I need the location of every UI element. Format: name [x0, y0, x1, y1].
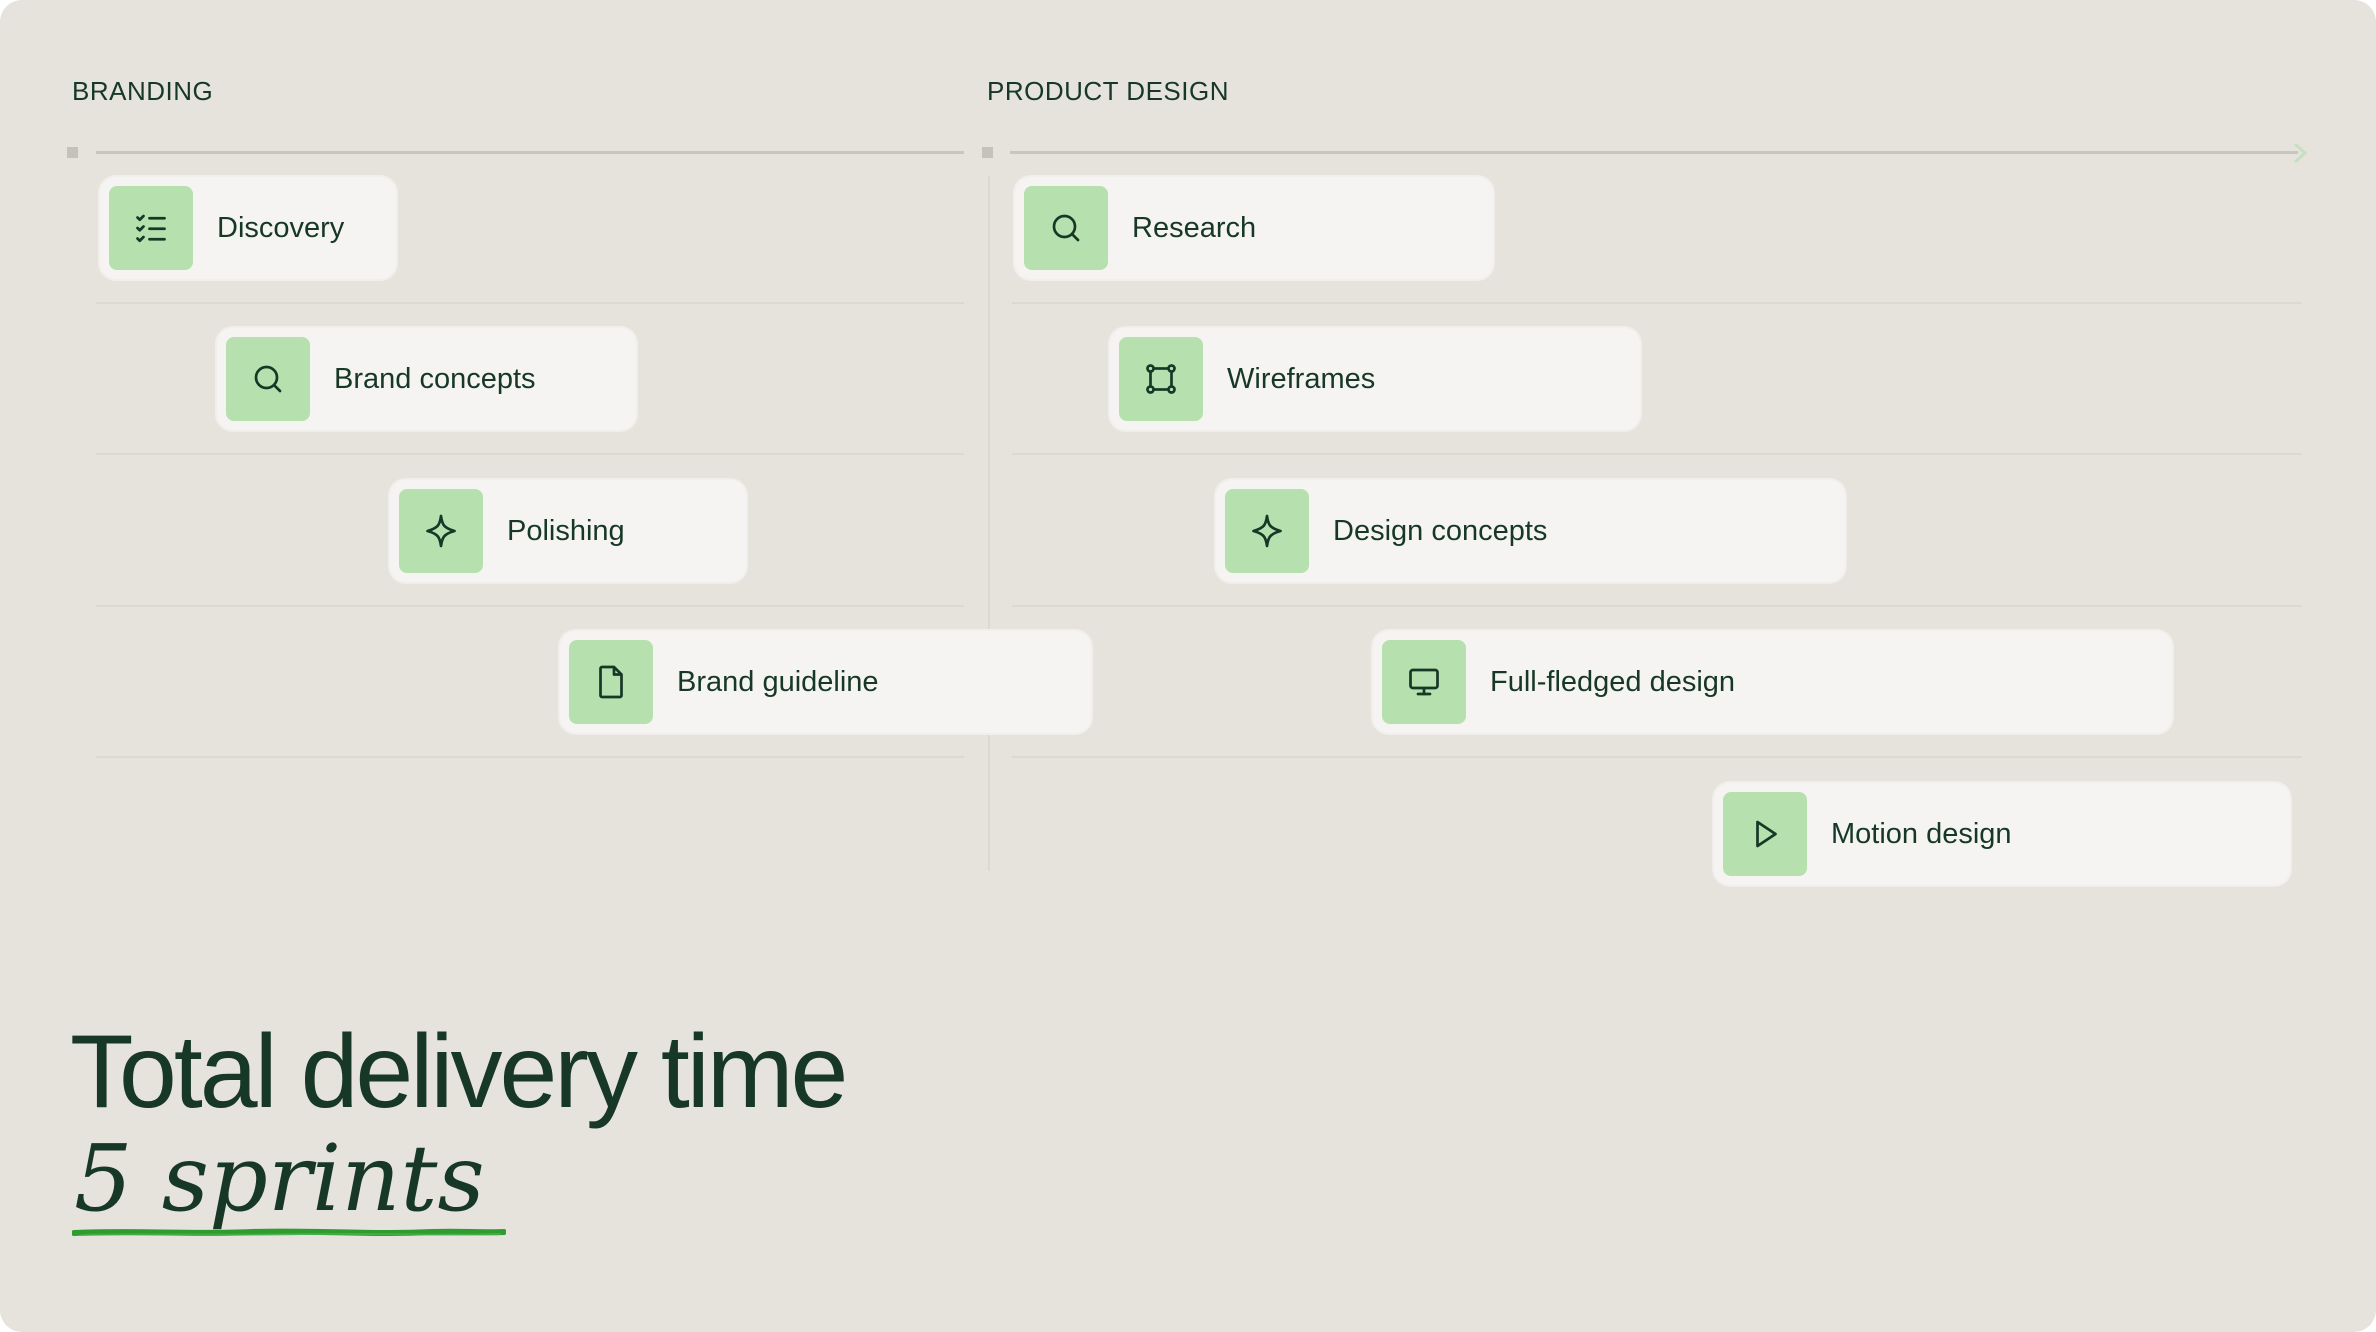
- task-research[interactable]: Research: [1015, 177, 1493, 279]
- row-separator: [1012, 453, 2302, 455]
- monitor-icon: [1409, 668, 1439, 696]
- section-divider: [988, 176, 990, 871]
- row-separator: [96, 453, 964, 455]
- axis-arrow-icon: [2293, 142, 2308, 164]
- task-discovery[interactable]: Discovery: [100, 177, 396, 279]
- task-label: Brand concepts: [334, 363, 536, 395]
- section-label-branding: BRANDING: [72, 76, 214, 106]
- play-icon: [1756, 820, 1777, 848]
- row-separator: [1012, 756, 2302, 758]
- section-label-product-design: PRODUCT DESIGN: [987, 76, 1229, 106]
- document-icon: [599, 665, 623, 699]
- row-separator: [1012, 605, 2302, 607]
- task-label: Full-fledged design: [1490, 666, 1736, 698]
- task-label: Polishing: [507, 515, 625, 547]
- task-full-fledged-design[interactable]: Full-fledged design: [1373, 631, 2172, 733]
- icon-tile: [1382, 640, 1466, 724]
- icon-tile: [1119, 337, 1203, 421]
- checklist-icon: [136, 214, 166, 243]
- task-design-concepts[interactable]: Design concepts: [1216, 480, 1845, 582]
- brush-underline: [72, 1228, 506, 1236]
- frame-icon: [1146, 364, 1176, 394]
- task-polishing[interactable]: Polishing: [390, 480, 746, 582]
- task-label: Wireframes: [1227, 363, 1376, 395]
- search-icon: [254, 365, 282, 393]
- task-brand-concepts[interactable]: Brand concepts: [217, 328, 636, 430]
- task-label: Brand guideline: [677, 666, 879, 698]
- icon-tile: [1225, 489, 1309, 573]
- row-separator: [1012, 302, 2302, 304]
- task-motion-design[interactable]: Motion design: [1714, 783, 2290, 885]
- sparkle-icon: [426, 514, 456, 548]
- row-separator: [96, 605, 964, 607]
- task-wireframes[interactable]: Wireframes: [1110, 328, 1640, 430]
- task-label: Motion design: [1831, 818, 2012, 850]
- row-separator: [96, 302, 964, 304]
- search-icon: [1052, 214, 1080, 242]
- axis-start-marker: [982, 147, 993, 158]
- icon-tile: [569, 640, 653, 724]
- axis-start-marker: [67, 147, 78, 158]
- icon-tile: [1024, 186, 1108, 270]
- task-label: Design concepts: [1333, 515, 1548, 547]
- product-axis-line: [1010, 151, 2298, 154]
- branding-axis-line: [96, 151, 964, 154]
- delivery-time-title: Total delivery time: [70, 1014, 848, 1130]
- task-brand-guideline[interactable]: Brand guideline: [560, 631, 1091, 733]
- sparkle-icon: [1252, 514, 1282, 548]
- icon-tile: [109, 186, 193, 270]
- delivery-time-value: 5 sprints: [74, 1125, 485, 1232]
- icon-tile: [399, 489, 483, 573]
- icon-tile: [1723, 792, 1807, 876]
- row-separator: [96, 756, 964, 758]
- task-label: Research: [1132, 212, 1257, 244]
- icon-tile: [226, 337, 310, 421]
- task-label: Discovery: [217, 212, 345, 244]
